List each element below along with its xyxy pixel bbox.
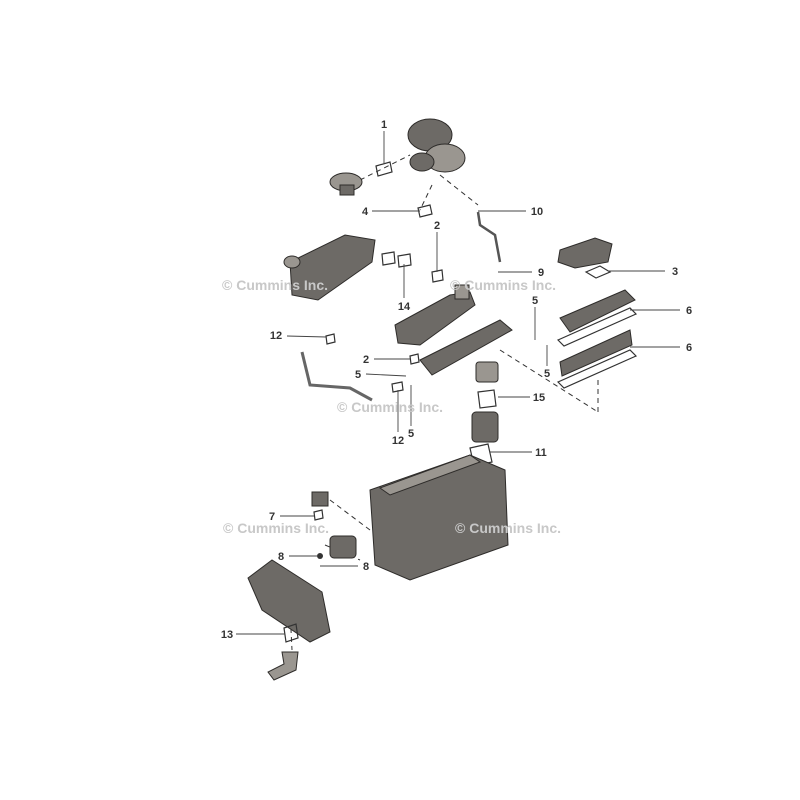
water-inlet-elbow bbox=[267, 651, 299, 681]
callout-14: 14 bbox=[398, 301, 411, 313]
watermark: © Cummins Inc. bbox=[223, 520, 329, 536]
callout-2-lower: 2 bbox=[363, 354, 369, 366]
coolant-tube bbox=[300, 351, 373, 402]
callout-2-upper: 2 bbox=[434, 220, 440, 232]
gasket-1 bbox=[375, 161, 393, 177]
turbocharger bbox=[407, 118, 466, 173]
intake-manifold bbox=[283, 234, 376, 301]
callout-15: 15 bbox=[533, 392, 545, 404]
callout-8-right: 8 bbox=[363, 561, 369, 573]
callout-3: 3 bbox=[672, 266, 678, 278]
callout-5-bottom: 5 bbox=[408, 428, 414, 440]
gasket-3 bbox=[584, 265, 612, 279]
gasket-4 bbox=[417, 204, 433, 218]
callout-7: 7 bbox=[269, 511, 275, 523]
callout-4: 4 bbox=[362, 206, 369, 218]
callout-5-left: 5 bbox=[355, 369, 361, 381]
rocker-housing bbox=[559, 329, 633, 377]
callout-8-left: 8 bbox=[278, 551, 284, 563]
gasket-6-upper bbox=[556, 307, 638, 347]
front-cover bbox=[247, 559, 331, 643]
exhaust-outlet bbox=[557, 237, 613, 269]
sensor-7 bbox=[311, 491, 329, 521]
gasket-12-lower bbox=[391, 381, 404, 393]
engine-block bbox=[369, 454, 509, 581]
callout-12-lower: 12 bbox=[392, 435, 404, 447]
rocker-cover-left bbox=[419, 319, 513, 376]
water-pump bbox=[317, 535, 357, 559]
gasket-14 bbox=[381, 251, 412, 268]
oil-line bbox=[476, 211, 502, 263]
callout-5-right-upper: 5 bbox=[532, 295, 538, 307]
callout-10: 10 bbox=[531, 206, 543, 218]
callout-13: 13 bbox=[221, 629, 233, 641]
leader-lines bbox=[236, 131, 680, 635]
watermark: © Cummins Inc. bbox=[222, 277, 328, 293]
rocker-cover-right bbox=[559, 289, 636, 333]
callout-5-right-lower: 5 bbox=[544, 368, 550, 380]
callout-1: 1 bbox=[381, 119, 387, 131]
callout-6-upper: 6 bbox=[686, 305, 692, 317]
watermark: © Cummins Inc. bbox=[450, 277, 556, 293]
thermostat-housing bbox=[471, 361, 499, 443]
callout-6-lower: 6 bbox=[686, 342, 692, 354]
gasket-2-lower bbox=[409, 353, 420, 365]
watermark: © Cummins Inc. bbox=[337, 399, 443, 415]
watermark: © Cummins Inc. bbox=[455, 520, 561, 536]
callout-12-upper: 12 bbox=[270, 330, 282, 342]
callout-11: 11 bbox=[535, 447, 547, 459]
callout-9: 9 bbox=[538, 267, 544, 279]
gasket-6-lower bbox=[556, 349, 638, 389]
watermarks: © Cummins Inc. © Cummins Inc. © Cummins … bbox=[222, 277, 561, 536]
gasket-12-upper bbox=[325, 333, 336, 345]
exhaust-manifold bbox=[394, 284, 476, 346]
gasket-13 bbox=[283, 623, 299, 643]
exhaust-elbow bbox=[329, 172, 363, 196]
callouts: 1 4 10 2 9 3 14 5 6 6 12 2 5 5 15 12 5 1… bbox=[221, 119, 692, 641]
gasket-2-upper bbox=[431, 269, 444, 283]
